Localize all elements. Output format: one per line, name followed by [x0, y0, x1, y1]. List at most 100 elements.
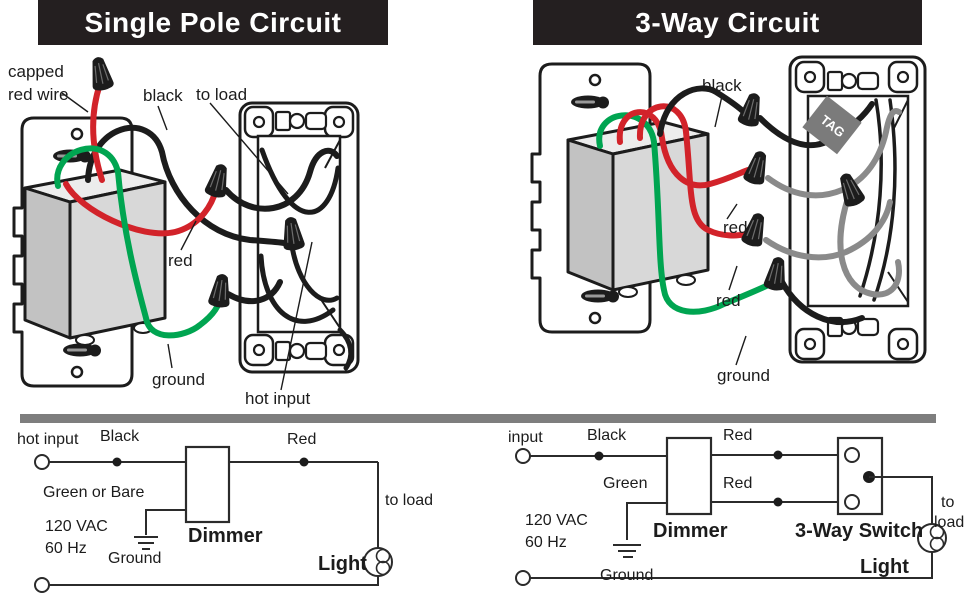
box-ear-hole	[252, 115, 266, 129]
leader-line	[714, 95, 723, 128]
single-pole-schematic	[34, 445, 393, 593]
label-green: Green	[603, 475, 647, 492]
ground-symbol	[613, 544, 641, 558]
label-frequency: 60 Hz	[45, 540, 87, 557]
switch-terminal	[844, 494, 860, 510]
schematic-wire	[49, 576, 379, 586]
box-ear-hole	[896, 337, 910, 351]
wall-box	[788, 55, 927, 364]
three-way-schematic	[515, 436, 947, 586]
tag-square	[802, 95, 862, 155]
label-ground: ground	[717, 366, 770, 385]
label-hot-input: hot input	[17, 431, 79, 448]
label-red: Red	[287, 431, 316, 448]
black-wire	[223, 147, 340, 212]
box-ear-hole	[332, 115, 346, 129]
box-ear-hole	[896, 70, 910, 84]
label-frequency: 60 Hz	[525, 534, 567, 551]
label-red-lower: red	[716, 291, 741, 310]
gray-traveler-wire	[837, 195, 902, 298]
label-black: black	[702, 76, 742, 95]
switch-terminal	[844, 447, 860, 463]
hot-input-black-wire	[258, 253, 336, 324]
single-pole-schematic-labels: hot input Black Red Green or Bare 120 VA…	[17, 428, 433, 575]
box-tab-hole	[288, 342, 306, 360]
black-wire	[657, 85, 749, 137]
box-tab	[856, 317, 880, 337]
leader-line	[735, 335, 747, 366]
black-wire	[779, 279, 865, 325]
junction-dot	[112, 457, 122, 467]
label-black: Black	[100, 428, 140, 445]
wire-nut	[86, 55, 115, 93]
box-tab	[304, 341, 328, 361]
single-pole-banner: Single Pole Circuit	[38, 0, 388, 45]
schematic-wire	[530, 552, 933, 579]
hot-input-black-wire	[289, 243, 340, 303]
junction-dot	[594, 451, 604, 461]
lamp-filament	[375, 560, 391, 576]
junction-dot	[773, 450, 783, 460]
leader-line	[157, 105, 168, 131]
label-light: Light	[318, 553, 367, 575]
label-voltage: 120 VAC	[45, 518, 108, 535]
black-wire	[858, 98, 883, 298]
terminal	[34, 577, 50, 593]
single-pole-illustration: capped red wire black to load red ground…	[8, 55, 360, 408]
label-red: red	[168, 251, 193, 270]
label-green-or-bare: Green or Bare	[43, 484, 144, 501]
box-tab	[304, 111, 328, 131]
dimmer-box	[665, 436, 713, 516]
leader-line	[167, 343, 173, 369]
box-ear-hole	[803, 337, 817, 351]
green-ground-wire	[54, 145, 223, 339]
black-wire	[872, 98, 897, 302]
label-light: Light	[860, 556, 909, 578]
gray-traveler-wire	[763, 199, 893, 261]
label-black: Black	[587, 427, 627, 444]
schematic-wire	[869, 476, 933, 524]
label-ground: Ground	[108, 550, 161, 567]
section-divider	[20, 414, 936, 423]
red-wire	[616, 109, 751, 189]
leader-line	[209, 102, 289, 195]
terminal	[34, 454, 50, 470]
box-ear-hole	[332, 343, 346, 357]
label-red-upper: Red	[723, 427, 752, 444]
label-capped-red-wire: red wire	[8, 85, 68, 104]
label-to-load: load	[934, 514, 964, 531]
lamp-filament	[929, 536, 945, 552]
wire-tag: TAG	[802, 95, 862, 155]
box-depth-line	[892, 99, 909, 131]
ground-wire	[145, 509, 186, 535]
three-way-wires	[596, 85, 902, 325]
leader-line	[61, 92, 89, 113]
black-wire	[225, 279, 283, 305]
leader-lines	[714, 95, 747, 366]
wire-nut	[207, 272, 234, 309]
capped-red-wire	[90, 81, 105, 183]
black-wire	[337, 327, 354, 371]
junction-dot	[773, 497, 783, 507]
label-red-upper: red	[723, 218, 748, 237]
junction-dot	[299, 457, 309, 467]
three-way-title: 3-Way Circuit	[635, 6, 820, 38]
box-ear-hole	[252, 343, 266, 357]
box-tab	[856, 71, 880, 91]
box-ear-hole	[803, 70, 817, 84]
three-way-banner: 3-Way Circuit	[533, 0, 922, 45]
label-capped-red-wire: capped	[8, 62, 64, 81]
lamp-filament	[375, 548, 391, 564]
label-hot-input: hot input	[245, 389, 310, 408]
label-ground: ground	[152, 370, 205, 389]
leader-line	[726, 203, 738, 220]
black-wire	[85, 124, 287, 246]
label-dimmer: Dimmer	[188, 525, 263, 547]
label-black: black	[143, 86, 183, 105]
single-pole-title: Single Pole Circuit	[84, 6, 342, 38]
ground-wire	[626, 502, 667, 540]
three-way-schematic-labels: input Black Red Red Green 120 VAC 60 Hz …	[508, 427, 964, 584]
label-to-load: to load	[385, 492, 433, 509]
